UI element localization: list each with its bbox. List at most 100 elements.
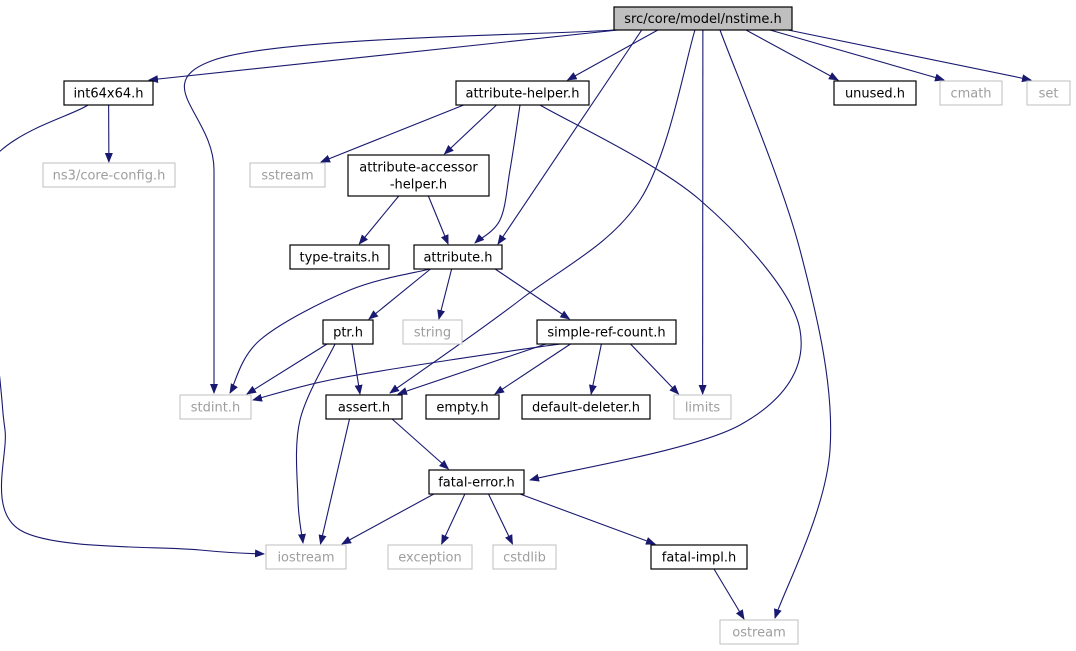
- edge-simple-ref-count-to-default-deleter: [589, 343, 602, 395]
- edge-attribute-accessor-helper-to-attribute: [427, 195, 449, 245]
- node-label: default-deleter.h: [532, 401, 640, 416]
- edge-fatal-error-to-iostream: [341, 493, 435, 545]
- node-unused[interactable]: unused.h: [833, 80, 917, 106]
- node-stdint: stdint.h: [179, 394, 252, 420]
- node-ptr[interactable]: ptr.h: [322, 319, 374, 345]
- edge-fatal-error-to-fatal-impl: [519, 493, 656, 545]
- node-assert[interactable]: assert.h: [325, 394, 403, 420]
- node-box: [613, 6, 793, 31]
- node-box: [249, 162, 326, 188]
- node-label: attribute.h: [423, 251, 492, 266]
- edge-attribute-helper-to-attribute-accessor-helper: [443, 104, 497, 155]
- edge-nstime-to-int64x64: [148, 29, 619, 84]
- edge-attribute-to-string: [437, 268, 453, 320]
- node-box: [939, 80, 1003, 106]
- node-empty[interactable]: empty.h: [425, 394, 500, 420]
- node-label: attribute-helper.h: [465, 87, 579, 102]
- edge-simple-ref-count-to-assert: [397, 343, 547, 395]
- edge-attribute-to-ptr: [368, 268, 431, 320]
- edge-nstime-to-attribute-helper: [566, 29, 659, 81]
- node-box: [719, 619, 799, 645]
- node-label: limits: [685, 401, 721, 416]
- edge-simple-ref-count-to-limits: [630, 343, 680, 395]
- node-attribute[interactable]: attribute.h: [413, 244, 503, 270]
- edge-assert-to-iostream: [318, 418, 351, 545]
- node-iostream: iostream: [265, 544, 347, 570]
- node-nstime[interactable]: src/core/model/nstime.h: [613, 6, 793, 31]
- node-box: [179, 394, 252, 420]
- node-label: simple-ref-count.h: [547, 326, 665, 341]
- edge-fatal-error-to-exception: [441, 493, 466, 545]
- node-default-deleter[interactable]: default-deleter.h: [521, 394, 651, 420]
- node-sstream: sstream: [249, 162, 326, 188]
- node-limits: limits: [673, 394, 732, 420]
- edge-nstime-to-cmath: [769, 29, 945, 82]
- node-layer: src/core/model/nstime.h int64x64.h attribu…: [42, 6, 1071, 645]
- node-attribute-helper[interactable]: attribute-helper.h: [455, 80, 590, 106]
- node-box: [42, 162, 176, 188]
- node-box: [347, 154, 490, 197]
- node-label: iostream: [277, 551, 334, 566]
- edge-ptr-to-stdint: [246, 343, 328, 395]
- edge-layer: [0, 29, 1032, 620]
- node-box: [322, 319, 374, 345]
- node-type-traits[interactable]: type-traits.h: [289, 244, 390, 270]
- node-box: [265, 544, 347, 570]
- edge-simple-ref-count-to-stdint: [252, 343, 561, 402]
- node-label: stdint.h: [191, 401, 240, 416]
- node-box: [402, 319, 463, 345]
- node-label: int64x64.h: [73, 87, 143, 102]
- node-cstdlib: cstdlib: [492, 544, 557, 570]
- node-box: [1026, 80, 1071, 106]
- node-box: [428, 469, 525, 495]
- node-box: [521, 394, 651, 420]
- node-box: [833, 80, 917, 106]
- edge-attribute-to-simple-ref-count: [494, 268, 571, 320]
- edge-nstime-to-stdint: [183, 29, 615, 394]
- edge-fatal-impl-to-ostream: [713, 568, 745, 620]
- node-core-config: ns3/core-config.h: [42, 162, 176, 188]
- edge-int64x64-to-iostream: [0, 104, 265, 558]
- node-label: ostream: [732, 626, 786, 641]
- node-box: [413, 244, 503, 270]
- node-label: src/core/model/nstime.h: [624, 12, 782, 27]
- node-label: fatal-impl.h: [662, 551, 736, 566]
- edge-nstime-to-ostream: [719, 29, 832, 619]
- node-label: exception: [398, 551, 462, 566]
- node-label: unused.h: [845, 87, 905, 102]
- node-label: empty.h: [436, 401, 488, 416]
- node-label: string: [414, 326, 451, 341]
- node-box: [492, 544, 557, 570]
- node-box: [673, 394, 732, 420]
- node-simple-ref-count[interactable]: simple-ref-count.h: [536, 319, 677, 345]
- node-label: cstdlib: [503, 551, 546, 566]
- node-box: [63, 80, 154, 106]
- edge-nstime-to-unused: [745, 29, 839, 81]
- node-box: [387, 544, 473, 570]
- node-ostream: ostream: [719, 619, 799, 645]
- edge-simple-ref-count-to-empty: [494, 343, 571, 395]
- node-box: [536, 319, 677, 345]
- edge-assert-to-fatal-error: [391, 418, 450, 470]
- node-attribute-accessor-helper[interactable]: attribute-accessor-helper.h: [347, 154, 490, 197]
- edge-nstime-to-assert: [389, 29, 696, 394]
- node-label: ptr.h: [333, 326, 363, 341]
- edge-attribute-accessor-helper-to-type-traits: [358, 195, 400, 245]
- node-box: [289, 244, 390, 270]
- node-fatal-impl[interactable]: fatal-impl.h: [650, 544, 748, 570]
- edge-ptr-to-iostream: [295, 343, 336, 544]
- node-string: string: [402, 319, 463, 345]
- node-label: sstream: [261, 169, 313, 184]
- edge-fatal-error-to-cstdlib: [488, 493, 513, 545]
- edge-attribute-helper-to-fatal-error: [529, 104, 802, 482]
- node-int64x64[interactable]: int64x64.h: [63, 80, 154, 106]
- node-fatal-error[interactable]: fatal-error.h: [428, 469, 525, 495]
- node-box: [650, 544, 748, 570]
- node-label: cmath: [950, 87, 991, 102]
- node-box: [455, 80, 590, 106]
- edge-attribute-to-stdint: [229, 268, 431, 394]
- node-label: assert.h: [338, 401, 390, 416]
- node-label: set: [1039, 87, 1059, 102]
- edge-nstime-to-attribute: [497, 29, 643, 245]
